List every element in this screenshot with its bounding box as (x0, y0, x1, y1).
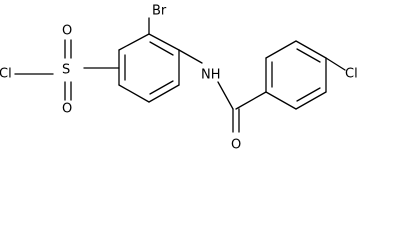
bond-ring-b-2 (265, 40, 297, 59)
bond-ring-to-nh (178, 49, 203, 64)
atom-label-sulfonyl-cl: Cl (0, 67, 12, 82)
bond-nh-to-carbonyl (217, 81, 234, 110)
bond-ring-a-3 (148, 84, 180, 103)
atom-label-carbonyl-oxygen: O (231, 138, 241, 153)
bond-ring-b-double-3 (296, 87, 321, 102)
bond-ring-a-6 (118, 33, 150, 51)
bond-ring-a-double-1 (149, 41, 174, 56)
atom-label-sulfonyl-oxygen-bottom: O (62, 102, 72, 117)
ring-b (265, 40, 327, 110)
bond-ring-a-4 (118, 84, 150, 103)
atom-label-sulfonyl-oxygen-top: O (62, 24, 72, 39)
bond-ring-a-double-2 (149, 80, 174, 95)
molecule-structure: Cl S O O Br NH O Cl (0, 4, 358, 153)
atom-label-amide-nh: NH (201, 68, 221, 83)
bond-carbonyl-to-ring-b (235, 91, 267, 110)
bond-ring-b-6 (265, 91, 297, 110)
bromine-substituent: Br (148, 4, 167, 35)
molecule-canvas: Cl S O O Br NH O Cl (0, 4, 358, 153)
bond-ring-a-1 (148, 33, 180, 51)
bond-ring-b-double-2 (296, 48, 321, 63)
amide-linkage: NH O (178, 49, 267, 153)
atom-label-sulfur: S (62, 63, 70, 78)
bond-ring-b-to-cl (325, 57, 346, 71)
bond-ring-b-3 (295, 40, 327, 59)
para-chlorine-substituent: Cl (325, 57, 358, 82)
atom-label-para-chlorine: Cl (345, 67, 358, 82)
ring-a (118, 33, 180, 103)
bond-ring-b-5 (295, 91, 327, 110)
sulfonyl-chloride-group: Cl S O O (0, 24, 120, 117)
atom-label-bromine: Br (152, 4, 167, 19)
